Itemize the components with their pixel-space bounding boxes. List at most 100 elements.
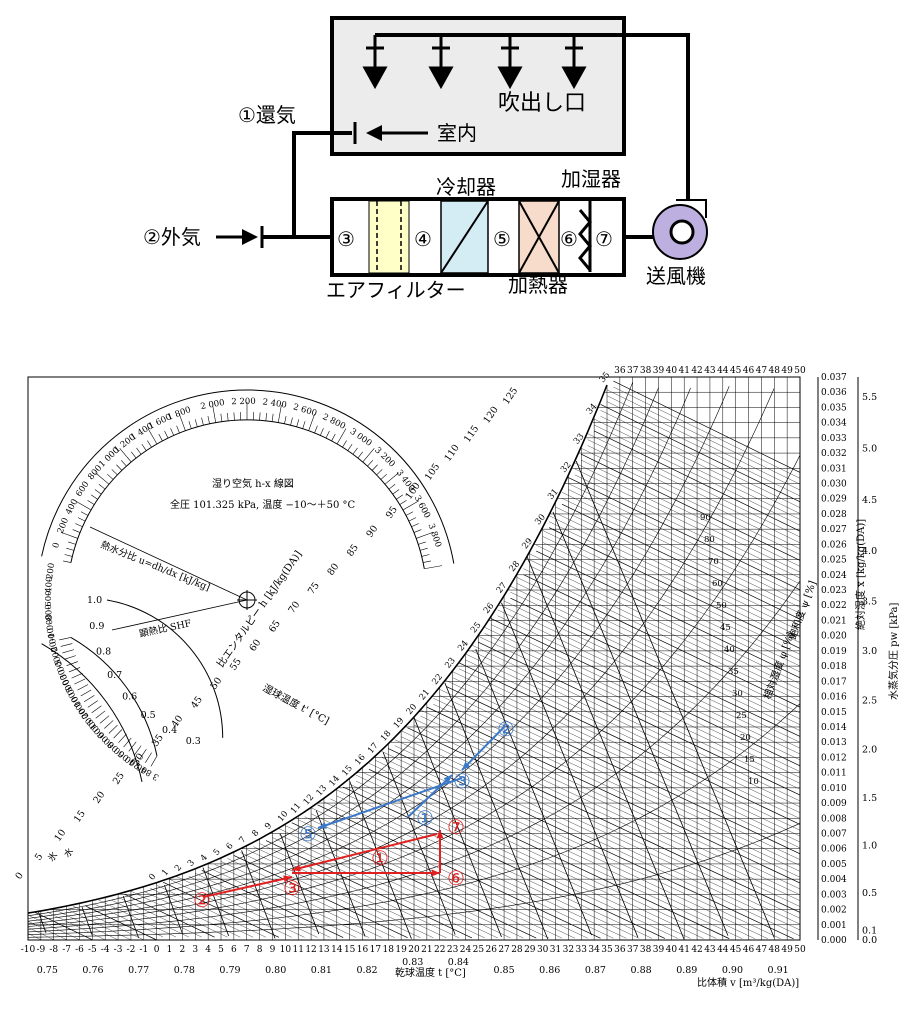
- enthalpy-line: [542, 536, 801, 661]
- protractor-tick: [384, 472, 399, 485]
- winter-oa-to-mix-head: [283, 875, 292, 883]
- enthalpy-line: [162, 881, 280, 938]
- enthalpy-line: [503, 600, 801, 743]
- wetbulb-tick: 30: [533, 513, 548, 528]
- enthalpy-line: [574, 468, 801, 579]
- room-label: 室内: [437, 121, 477, 145]
- volume-line: [81, 907, 93, 936]
- protractor-tick: [74, 678, 86, 685]
- protractor-tick: [212, 404, 217, 423]
- enthalpy-line: [523, 574, 801, 708]
- protractor-tick: [413, 529, 422, 533]
- wetbulb-tick: 4: [199, 853, 210, 864]
- enthalpy-line: [27, 933, 41, 940]
- water-label: 水: [61, 845, 76, 860]
- protractor-tick: [271, 413, 274, 422]
- protractor-label: -600: [44, 590, 54, 609]
- enthalpy-tick: 15: [72, 809, 88, 825]
- protractor-tick: [141, 443, 147, 451]
- drybulb-tick: 31: [550, 945, 561, 955]
- abshum-tick: 0.023: [821, 586, 847, 596]
- rh-curve: [27, 382, 633, 917]
- ice-label: 氷: [45, 849, 60, 864]
- drybulb-tick: -10: [21, 945, 36, 955]
- shf-label: 顕熱比 SHF: [138, 617, 193, 640]
- protractor-label: 3 800: [426, 522, 443, 548]
- enthalpy-tick: 75: [306, 581, 322, 597]
- enthalpy-line: [356, 774, 704, 939]
- point-6-label: ⑥: [560, 227, 578, 251]
- enthalpy-line: [458, 662, 801, 825]
- pw-tick: 4.5: [862, 495, 877, 506]
- protractor-label: 400: [64, 498, 80, 517]
- drybulb-tick: 18: [383, 945, 395, 955]
- enthalpy-line: [323, 801, 614, 939]
- drybulb-tick: 33: [576, 945, 588, 955]
- enthalpy-line: [394, 745, 801, 937]
- wetbulb-axis-label: 湿球温度 t' [°C]: [261, 681, 332, 727]
- protractor-label: 2 200: [231, 397, 256, 407]
- rh-tick: 30: [732, 689, 743, 699]
- enthalpy-line: [356, 781, 691, 939]
- enthalpy-line: [523, 568, 801, 702]
- enthalpy-line: [491, 624, 801, 772]
- volume-tick: 0.88: [631, 965, 652, 976]
- enthalpy-line: [143, 891, 241, 938]
- enthalpy-line: [156, 885, 267, 938]
- volume-tick: 0.83: [402, 957, 423, 968]
- drybulb-tick: 21: [421, 945, 432, 955]
- enthalpy-line: [336, 795, 640, 939]
- enthalpy-line: [439, 695, 801, 866]
- abshum-tick: 0.031: [821, 464, 847, 474]
- enthalpy-line: [542, 530, 801, 655]
- protractor-tick: [402, 500, 419, 511]
- enthalpy-line: [446, 686, 801, 855]
- enthalpy-line: [471, 650, 801, 808]
- drybulb-tick: 17: [370, 945, 382, 955]
- drybulb-tick: -2: [127, 945, 136, 955]
- protractor-label: 2 800: [321, 412, 347, 432]
- drybulb-top-tick: 41: [678, 366, 689, 376]
- wetbulb-tick: 35: [598, 370, 613, 385]
- enthalpy-line: [368, 763, 743, 939]
- drybulb-tick: 48: [769, 945, 781, 955]
- protractor-label: -400: [44, 576, 55, 596]
- summer-oa-to-mix: [461, 725, 506, 771]
- protractor-tick: [259, 412, 261, 421]
- enthalpy-line: [265, 840, 473, 939]
- enthalpy-line: [561, 498, 801, 614]
- enthalpy-line: [497, 609, 801, 755]
- enthalpy-tick: 115: [462, 424, 481, 445]
- enthalpy-line: [201, 870, 344, 938]
- protractor-lower-inner-arc: [70, 636, 158, 757]
- protractor-tick: [119, 448, 132, 463]
- abshum-tick: 0.007: [821, 829, 847, 839]
- protractor-tick: [72, 529, 81, 533]
- protractor-tick: [71, 672, 83, 679]
- pw-tick: 2.5: [862, 696, 877, 707]
- enthalpy-line: [310, 813, 575, 939]
- protractor-tick: [418, 541, 426, 545]
- rh-tick: 50: [716, 601, 727, 611]
- enthalpy-line: [240, 852, 421, 938]
- volume-line: [501, 602, 639, 938]
- drybulb-tick: 26: [485, 945, 497, 955]
- drybulb-tick: 12: [305, 945, 316, 955]
- drybulb-tick: 46: [743, 945, 755, 955]
- enthalpy-line: [510, 586, 801, 725]
- protractor-tick: [94, 489, 102, 495]
- drybulb-tick: 13: [318, 945, 330, 955]
- abshum-tick: 0.013: [821, 738, 847, 748]
- enthalpy-line: [574, 462, 801, 573]
- enthalpy-line: [233, 855, 408, 939]
- enthalpy-line: [34, 911, 93, 941]
- protractor-tick: [424, 565, 443, 570]
- wetbulb-tick: 8: [250, 828, 261, 839]
- protractor-tick: [176, 425, 180, 434]
- abshum-tick: 0.018: [821, 662, 847, 672]
- wetbulb-tick: 7: [237, 835, 248, 846]
- protractor-tick: [277, 404, 282, 423]
- abshum-tick: 0.004: [821, 875, 847, 885]
- drybulb-tick: 45: [730, 945, 742, 955]
